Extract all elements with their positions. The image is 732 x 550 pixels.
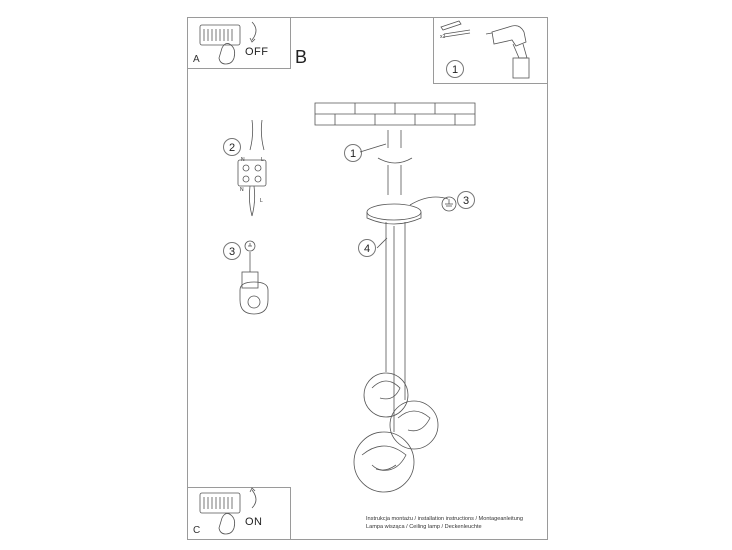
switch-off-label: OFF [245, 46, 269, 58]
caption: Instrukcja montażu / installation instru… [366, 516, 523, 531]
step-b-label: B [295, 47, 308, 67]
callout-bracket-screws: 1 [344, 144, 362, 162]
tools-step-number: 1 [446, 60, 464, 78]
wire-connector-detail [237, 119, 267, 217]
wall-plug-quantity: x2 [440, 34, 446, 40]
canopy [366, 203, 422, 249]
terminal-n-bottom: N [240, 187, 244, 193]
switch-off-icon [199, 21, 257, 65]
switch-on-label: ON [245, 516, 263, 528]
pendant-lamp-icon [353, 372, 439, 493]
panel-a-switch-off: A OFF [187, 17, 291, 69]
bracket-screws [359, 130, 413, 195]
switch-on-icon [199, 487, 257, 535]
panel-c-letter: C [193, 525, 201, 536]
wall-plug-icon [440, 20, 471, 38]
panel-a-letter: A [193, 54, 200, 65]
panel-c-switch-on: C ON [187, 487, 291, 540]
callout-canopy-screw: 4 [358, 239, 376, 257]
callout-wire-connector: 2 [223, 138, 241, 156]
callout-ground-detail: 3 [223, 242, 241, 260]
callout-ground-symbol: 3 [457, 191, 475, 209]
drill-icon [485, 25, 530, 79]
terminal-l-bottom: L [260, 198, 263, 204]
ceiling [314, 102, 476, 126]
tools-panel: 1 x2 [433, 17, 548, 84]
caption-line-2: Lampa wisząca / Ceiling lamp / Deckenleu… [366, 523, 482, 530]
instruction-sheet-frame [187, 17, 548, 540]
ground-detail [239, 240, 269, 315]
caption-line-1: Instrukcja montażu / installation instru… [366, 516, 524, 522]
ground-icon [441, 196, 457, 212]
